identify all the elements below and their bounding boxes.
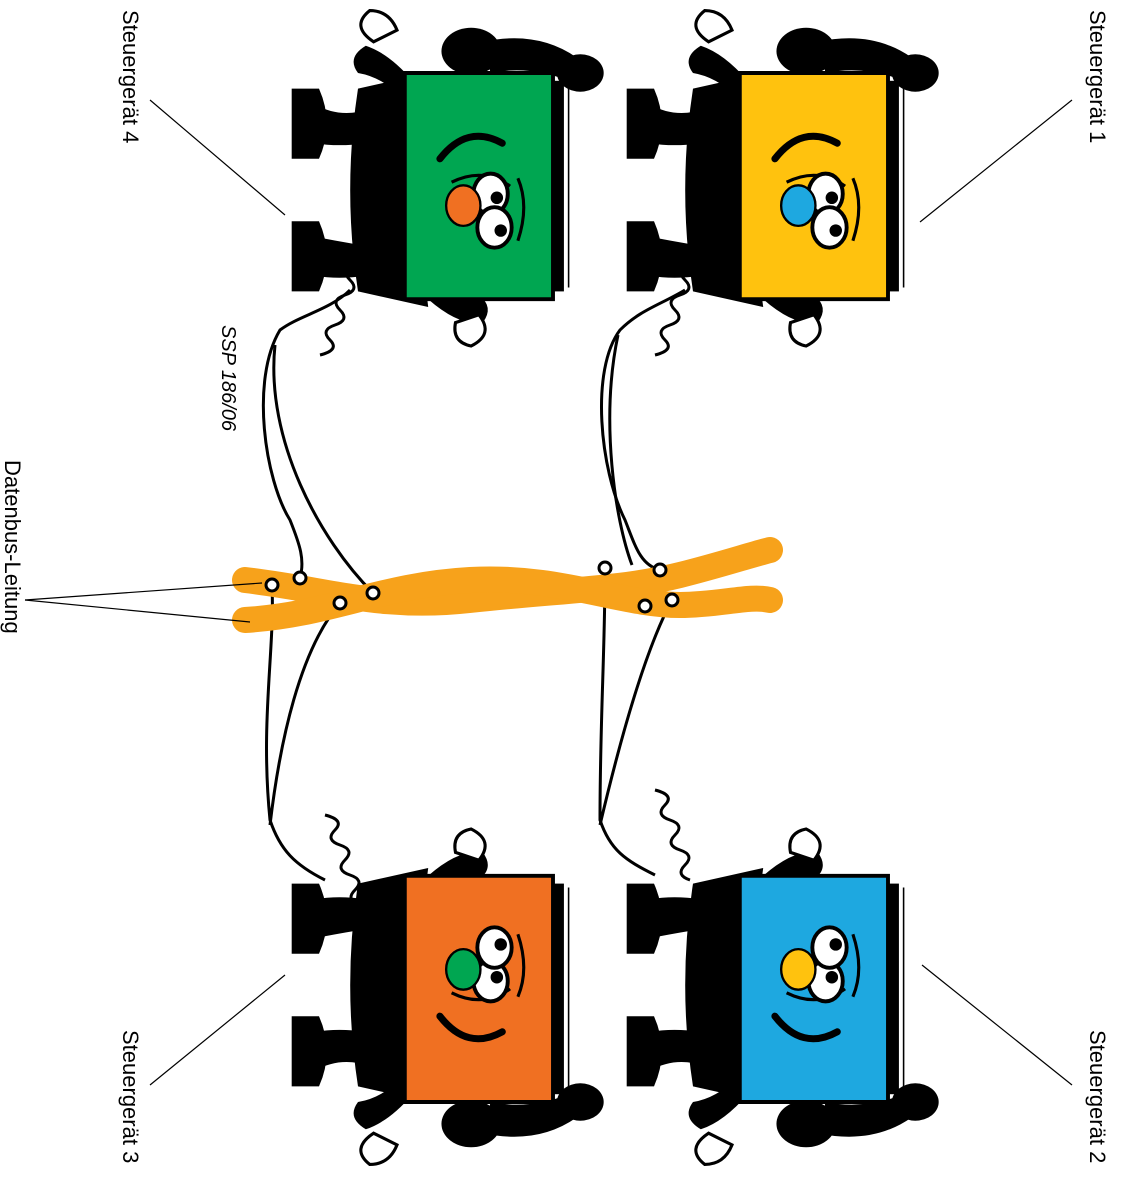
ecu-3-figure bbox=[292, 829, 604, 1164]
ecu-4-figure bbox=[292, 11, 604, 346]
ecu-2-figure bbox=[627, 829, 939, 1164]
label-steuergeraet-3: Steuergerät 3 bbox=[118, 1030, 143, 1163]
cable-group bbox=[261, 288, 686, 882]
label-steuergeraet-2: Steuergerät 2 bbox=[1085, 1030, 1110, 1163]
label-steuergeraet-1: Steuergerät 1 bbox=[1085, 10, 1110, 143]
data-bus-cable bbox=[232, 537, 783, 633]
label-figure-code: SSP 186/06 bbox=[217, 325, 239, 432]
label-datenbus-leitung: Datenbus-Leitung bbox=[0, 460, 25, 634]
label-steuergeraet-4: Steuergerät 4 bbox=[118, 10, 143, 143]
